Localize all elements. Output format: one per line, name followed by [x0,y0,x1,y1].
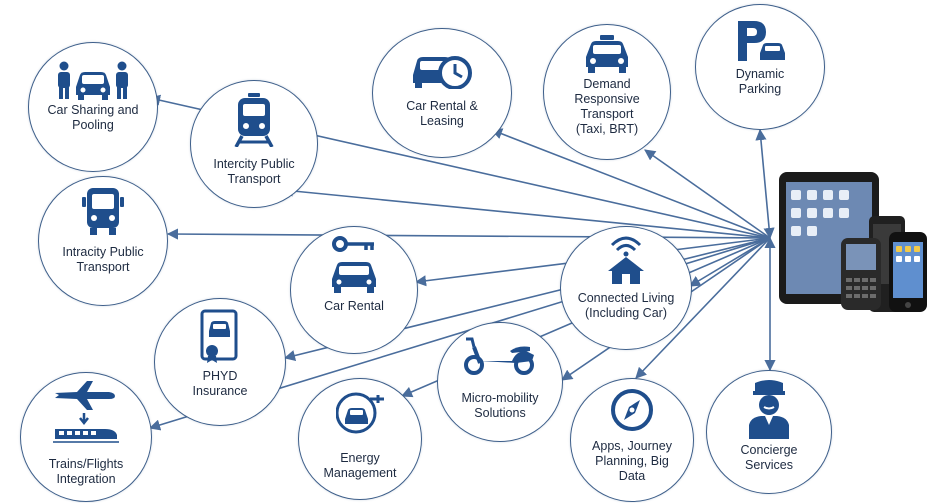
taxi-icon [586,35,628,73]
hub-label: Connected Living (Including Car) [577,291,675,320]
node-intercity: Intercity Public Transport [190,80,318,208]
plane-train-icon [53,381,119,443]
node-car-rental-label: Car Rental [324,299,384,313]
node-phyd-label: PHYD Insurance [192,369,248,398]
node-energy: Energy Management [298,378,422,500]
arrow-to-car-rental-leasing [490,128,771,239]
arrow-to-intracity [166,228,771,240]
compass-icon [611,389,653,431]
arrow-to-dynamic-parking [755,128,775,240]
node-demand-responsive-label: Demand Responsive Transport (Taxi, BRT) [574,77,640,136]
node-car-rental-leasing: Car Rental & Leasing [372,28,512,158]
node-apps-label: Apps, Journey Planning, Big Data [592,439,672,483]
car-clock-icon [413,56,472,89]
node-intracity-label: Intracity Public Transport [62,245,144,274]
scooter-icon [464,337,534,375]
node-intracity: Intracity Public Transport [38,176,168,306]
node-car-rental-leasing-label: Car Rental & Leasing [406,99,478,128]
car-sharing-icon [58,61,128,100]
node-car-rental: Car Rental [290,226,418,354]
node-energy-label: Energy Management [323,451,397,480]
node-trains-flights: Trains/Flights Integration [20,372,152,502]
mobile-devices-icon [779,172,927,312]
node-car-sharing: Car Sharing and Pooling [28,42,158,172]
home-wifi-icon [608,236,644,284]
arrow-to-intercity [281,185,771,239]
node-concierge: Concierge Services [706,370,832,494]
arrow-to-hub [689,237,771,287]
node-phyd: PHYD Insurance [154,298,286,426]
insurance-icon [200,309,238,363]
node-dynamic-parking: Dynamic Parking [695,4,825,130]
node-car-sharing-label: Car Sharing and Pooling [47,103,139,132]
bus-icon [82,188,124,235]
node-apps: Apps, Journey Planning, Big Data [570,378,694,502]
hub-connected-living: Connected Living (Including Car) [560,226,692,350]
node-micro-mobility: Micro-mobility Solutions [437,322,563,442]
node-trains-flights-label: Trains/Flights Integration [48,457,124,486]
node-intercity-label: Intercity Public Transport [213,157,295,186]
ev-charging-icon [336,392,384,434]
arrow-to-apps [635,237,771,379]
car-key-icon [332,236,376,293]
parking-icon [738,21,785,61]
node-dynamic-parking-label: Dynamic Parking [735,67,785,96]
arrow-to-demand-responsive [644,149,771,239]
concierge-icon [749,380,789,439]
node-micro-mobility-label: Micro-mobility Solutions [461,391,539,420]
train-icon [234,93,274,147]
node-concierge-label: Concierge Services [740,443,798,472]
node-demand-responsive: Demand Responsive Transport (Taxi, BRT) [543,24,671,160]
